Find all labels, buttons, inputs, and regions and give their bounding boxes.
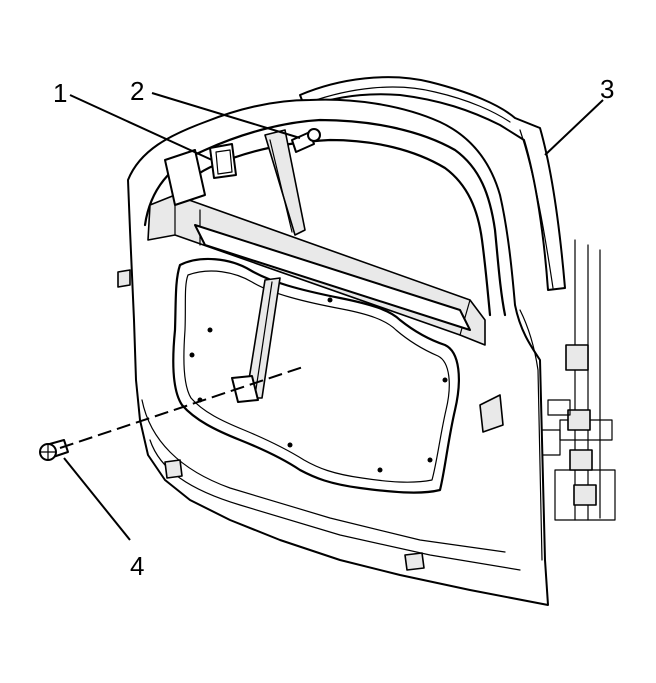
- leader-lines: [59, 92, 604, 541]
- body-pillar: [539, 239, 616, 521]
- bolt-upper: [291, 128, 321, 153]
- callout-3: 3: [600, 74, 614, 104]
- inner-panel-opening: [172, 257, 460, 494]
- door-crossbar: [147, 194, 486, 346]
- callout-2: 2: [130, 76, 144, 106]
- callout-labels: 1 2 3 4: [53, 74, 614, 581]
- callout-1: 1: [53, 78, 67, 108]
- door-weatherstrip: [299, 76, 566, 291]
- door-tabs: [117, 269, 504, 571]
- bolt-lower: [39, 439, 69, 461]
- window-bracket: [164, 143, 237, 206]
- window-channel: [231, 129, 306, 403]
- callout-4: 4: [130, 551, 144, 581]
